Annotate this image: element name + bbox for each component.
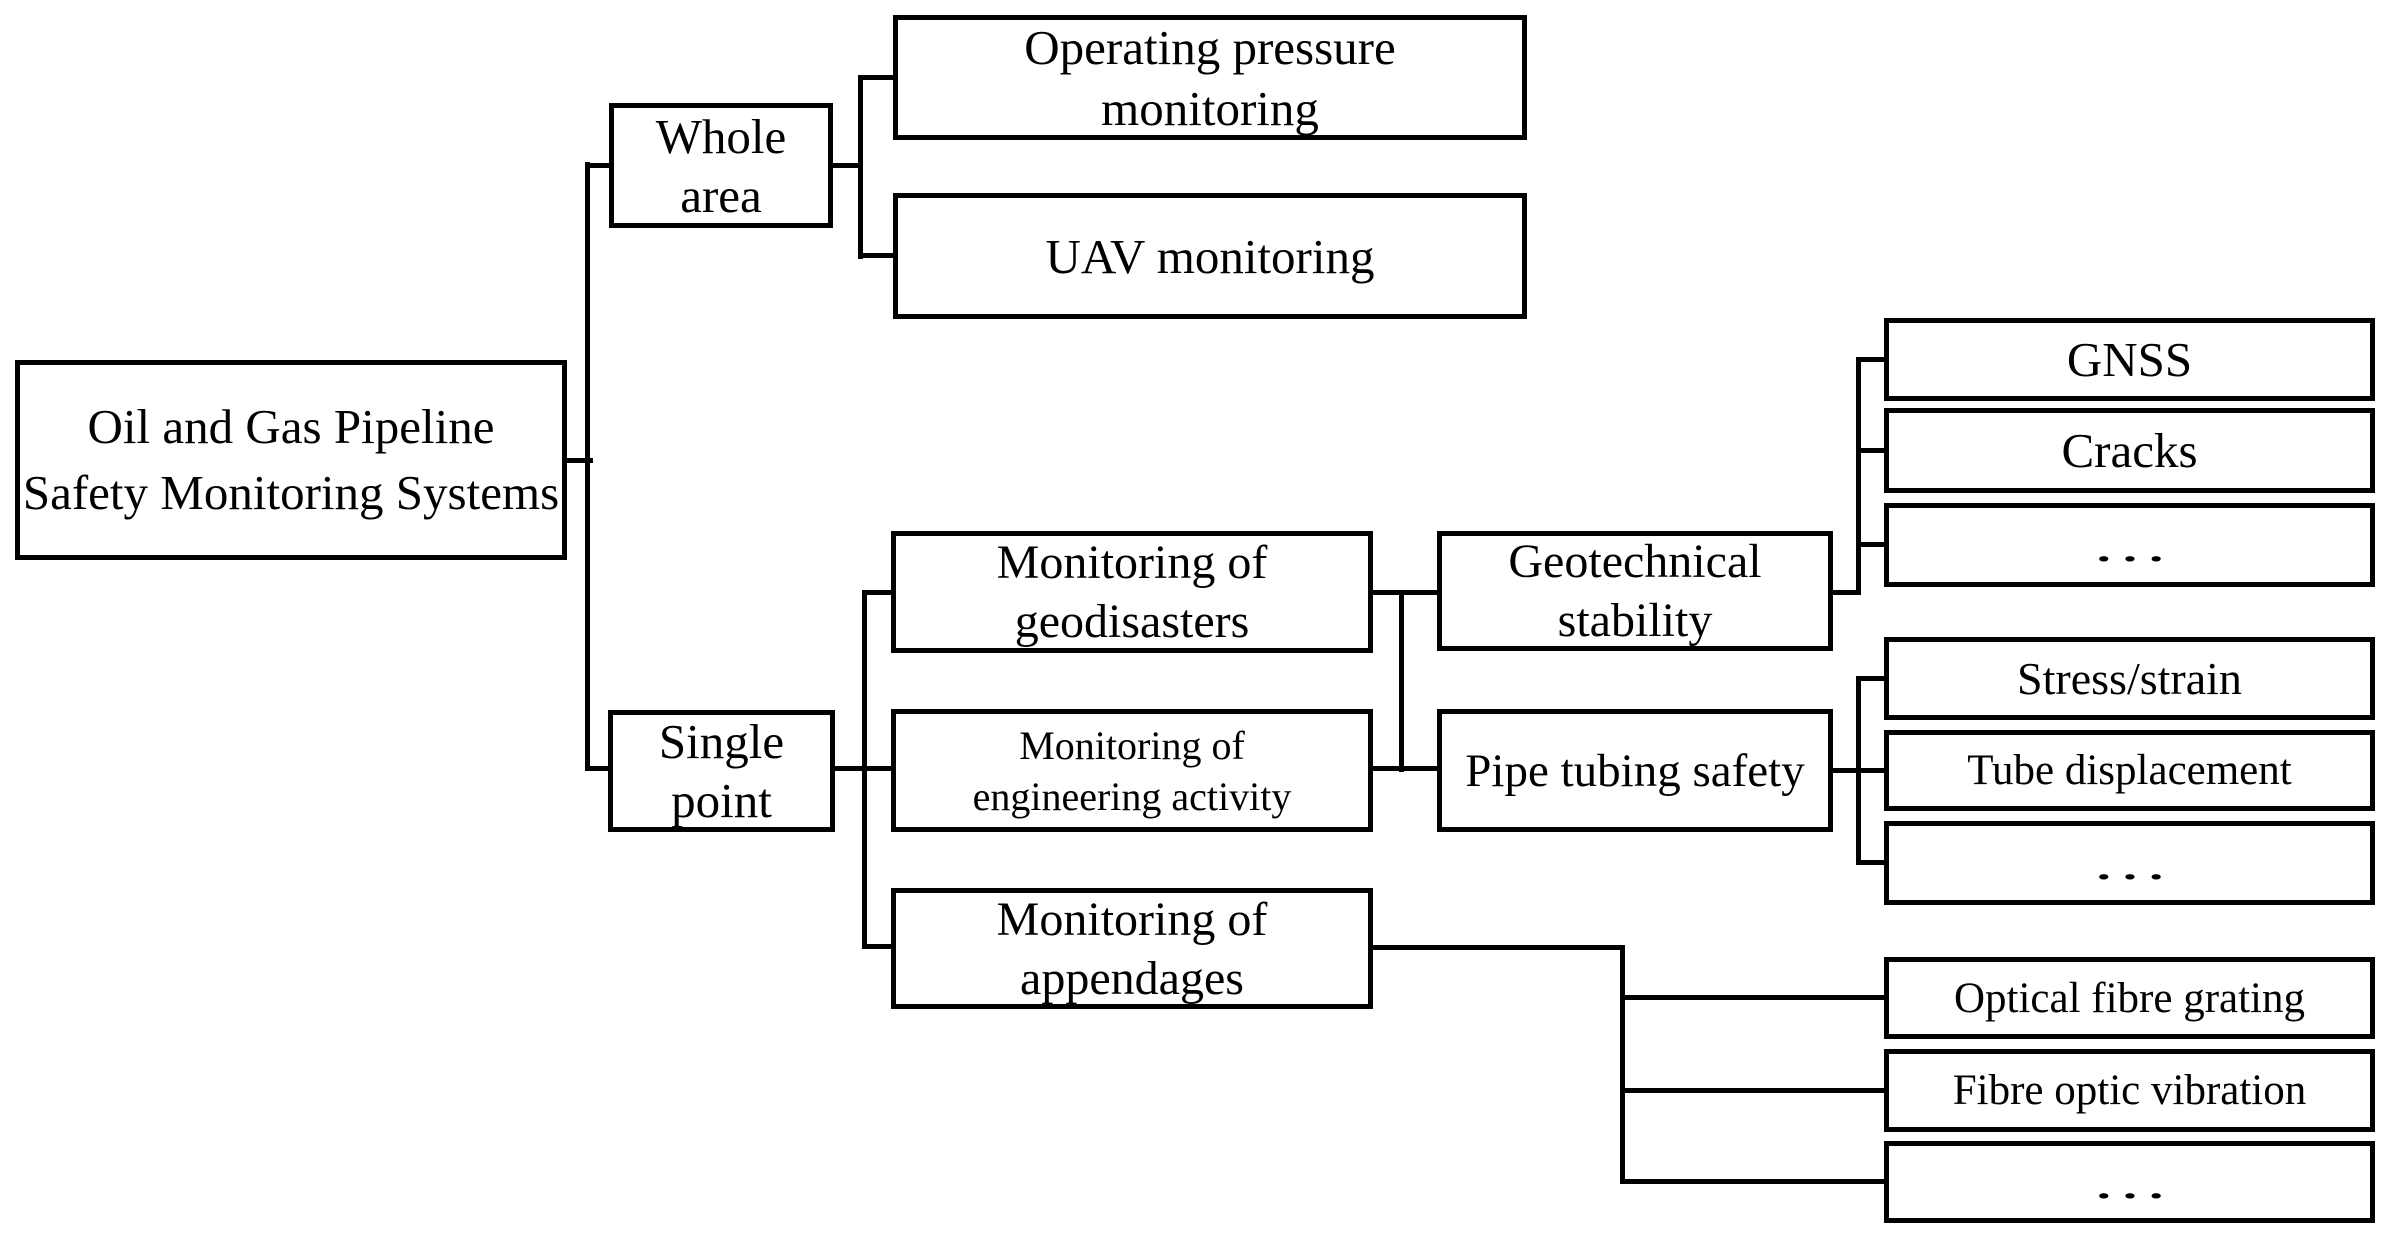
connector-root-stub <box>567 458 593 463</box>
node-ellipsis-1-label: … <box>2090 519 2169 571</box>
node-cracks-label: Cracks <box>2061 423 2198 478</box>
connector-gnss-group-bracket <box>1856 357 1861 595</box>
connector-ellipsis1-stub <box>1856 542 1884 547</box>
node-uav-monitoring: UAV monitoring <box>893 193 1527 319</box>
node-stress-strain-label: Stress/strain <box>2017 653 2242 704</box>
connector-appendages-right <box>1373 945 1625 950</box>
node-monitoring-of-engineering-activity-label: Monitoring of engineering activity <box>972 722 1292 819</box>
connector-mid-column-bracket <box>1399 590 1404 772</box>
connector-stress-stub <box>1856 676 1884 681</box>
node-cracks: Cracks <box>1884 408 2375 493</box>
node-gnss-label: GNSS <box>2066 332 2193 387</box>
connector-uav-stub <box>858 253 893 258</box>
node-optical-fibre-grating-label: Optical fibre grating <box>1953 974 2306 1022</box>
node-tube-displacement: Tube displacement <box>1884 730 2375 811</box>
node-root-label: Oil and Gas Pipeline Safety Monitoring S… <box>22 399 560 520</box>
node-geotechnical-stability-label: Geotechnical stability <box>1508 535 1762 647</box>
node-stress-strain: Stress/strain <box>1884 637 2375 720</box>
connector-ellipsis2-stub <box>1856 860 1884 865</box>
node-fibre-optic-vibration-label: Fibre optic vibration <box>1952 1067 2307 1114</box>
node-pipe-tubing-safety: Pipe tubing safety <box>1437 709 1833 832</box>
node-single-point-label: Single point <box>658 714 785 828</box>
connector-ellipsis3-stub <box>1620 1179 1884 1184</box>
connector-whole-area-right <box>833 163 863 168</box>
node-monitoring-of-geodisasters-label: Monitoring of geodisasters <box>996 536 1268 648</box>
node-geotechnical-stability: Geotechnical stability <box>1437 531 1833 651</box>
connector-appendages-stub <box>862 944 891 949</box>
connector-optical-fibre-stub <box>1620 995 1884 1000</box>
connector-fibre-optic-stub <box>1620 1088 1884 1093</box>
connector-single-point-stub <box>585 766 608 771</box>
connector-whole-area-stub <box>585 163 609 168</box>
node-fibre-optic-vibration: Fibre optic vibration <box>1884 1049 2375 1132</box>
connector-whole-area-bracket <box>858 75 863 259</box>
connector-operating-pressure-stub <box>858 75 893 80</box>
node-whole-area-label: Whole area <box>655 108 787 223</box>
node-tube-displacement-label: Tube displacement <box>1967 747 2292 794</box>
node-root: Oil and Gas Pipeline Safety Monitoring S… <box>15 360 567 560</box>
node-ellipsis-1: … <box>1884 503 2375 587</box>
connector-geotechnical-right <box>1833 590 1861 595</box>
connector-gnss-stub <box>1856 357 1884 362</box>
connector-engineering-right <box>1373 766 1441 771</box>
node-operating-pressure-monitoring: Operating pressure monitoring <box>893 15 1527 140</box>
connector-single-point-bracket <box>862 590 867 949</box>
connector-cracks-stub <box>1856 448 1884 453</box>
node-ellipsis-2: … <box>1884 821 2375 905</box>
node-uav-monitoring-label: UAV monitoring <box>1045 228 1375 284</box>
node-ellipsis-3-label: … <box>2090 1156 2169 1208</box>
connector-appendages-bracket <box>1620 945 1625 1184</box>
connector-geodisasters-stub <box>862 590 891 595</box>
node-gnss: GNSS <box>1884 318 2375 401</box>
node-monitoring-of-geodisasters: Monitoring of geodisasters <box>891 531 1373 653</box>
node-ellipsis-2-label: … <box>2090 837 2169 889</box>
connector-root-bracket <box>585 162 590 771</box>
connector-geodisasters-right <box>1373 590 1441 595</box>
node-ellipsis-3: … <box>1884 1141 2375 1223</box>
node-optical-fibre-grating: Optical fibre grating <box>1884 957 2375 1039</box>
node-monitoring-of-appendages-label: Monitoring of appendages <box>996 892 1268 1005</box>
node-operating-pressure-monitoring-label: Operating pressure monitoring <box>1024 19 1396 136</box>
node-single-point: Single point <box>608 710 835 832</box>
node-pipe-tubing-safety-label: Pipe tubing safety <box>1465 744 1805 797</box>
node-monitoring-of-engineering-activity: Monitoring of engineering activity <box>891 709 1373 832</box>
connector-stress-group-bracket <box>1856 676 1861 865</box>
node-whole-area: Whole area <box>609 103 833 228</box>
node-monitoring-of-appendages: Monitoring of appendages <box>891 888 1373 1009</box>
